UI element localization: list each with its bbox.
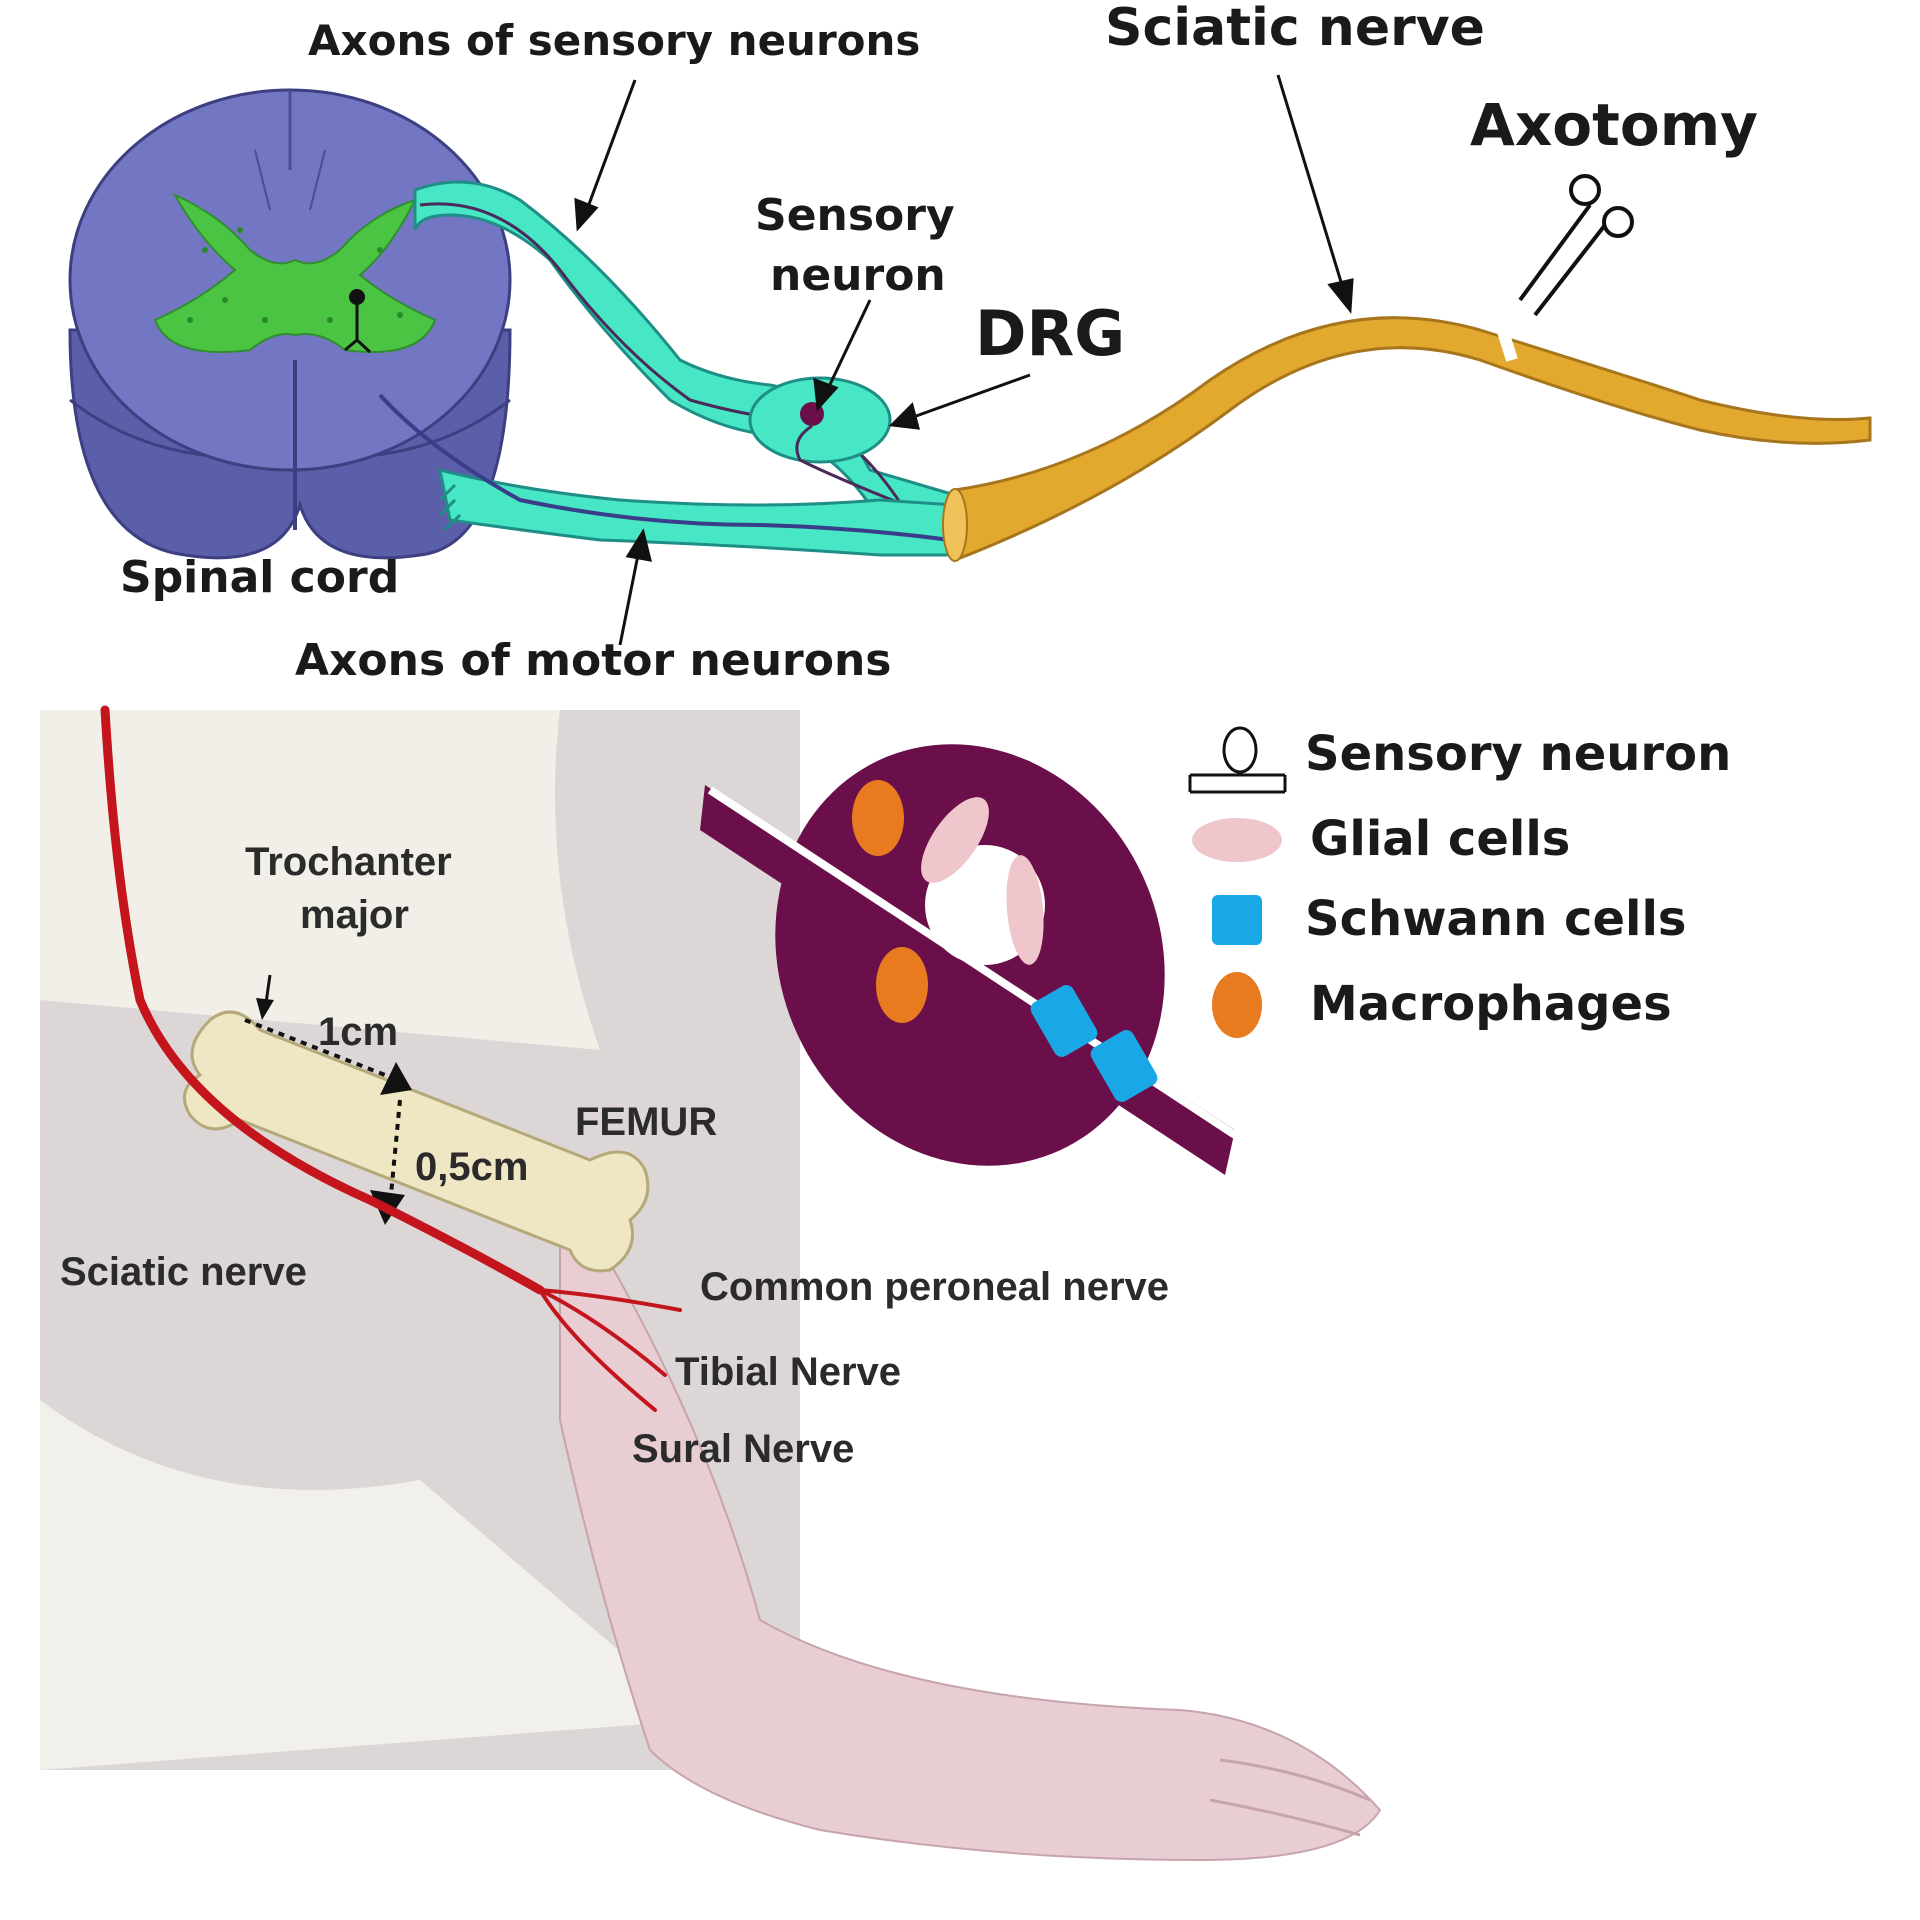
glial-cell-icon	[1192, 818, 1282, 862]
legend-label-macrophages: Macrophages	[1310, 976, 1672, 1032]
label-sciatic-nerve-top: Sciatic nerve	[1105, 0, 1485, 58]
legend-label-glial-cells: Glial cells	[1310, 811, 1570, 867]
label-common-peroneal-nerve: Common peroneal nerve	[700, 1265, 1169, 1309]
label-tibial-nerve: Tibial Nerve	[675, 1350, 901, 1394]
label-femur: FEMUR	[575, 1100, 717, 1144]
macrophage-1	[852, 780, 904, 856]
legend: Sensory neuron Glial cells Schwann cells…	[1188, 726, 1731, 1038]
label-spinal-cord: Spinal cord	[120, 552, 399, 603]
label-axons-motor: Axons of motor neurons	[295, 635, 891, 686]
measurement-markers	[244, 1018, 402, 1206]
label-distance-05cm: 0,5cm	[415, 1145, 528, 1189]
schwann-cell-2	[1090, 1030, 1158, 1102]
rat-hindlimb-photo	[40, 710, 1382, 1862]
pointer-arrows-top	[574, 74, 1354, 646]
macrophage-2	[876, 947, 928, 1023]
gray-matter	[153, 192, 437, 353]
sensory-axon-bundle	[413, 180, 957, 527]
label-trochanter-line2: major	[300, 893, 409, 937]
spinal-cord	[68, 88, 512, 560]
legend-label-schwann-cells: Schwann cells	[1305, 891, 1686, 947]
sciatic-nerve-photo	[100, 705, 682, 1412]
label-sciatic-nerve: Sciatic nerve	[60, 1250, 307, 1294]
schwann-cell-1	[1030, 985, 1098, 1057]
label-sensory-neuron-line2: neuron	[770, 250, 946, 301]
macrophage-icon	[1212, 972, 1262, 1038]
label-axons-sensory: Axons of sensory neurons	[308, 16, 920, 65]
sciatic-nerve-schematic	[942, 316, 1872, 563]
label-sural-nerve: Sural Nerve	[632, 1427, 854, 1471]
scissors-icon	[1518, 174, 1634, 317]
schwann-cell-icon	[1212, 895, 1262, 945]
glial-cell-2	[1006, 855, 1044, 965]
sensory-neuron-icon	[1188, 726, 1287, 794]
label-trochanter-line1: Trochanter	[245, 840, 452, 884]
label-distance-1cm: 1cm	[318, 1010, 398, 1054]
drg-cell-diagram	[700, 744, 1238, 1175]
measure-arrow-1	[380, 1062, 412, 1095]
label-drg: DRG	[975, 297, 1125, 370]
label-sensory-neuron-line1: Sensory	[755, 190, 955, 241]
label-axotomy: Axotomy	[1470, 91, 1758, 159]
legend-label-sensory-neuron: Sensory neuron	[1305, 726, 1731, 782]
motor-axon-bundle	[378, 393, 957, 557]
glial-cell-1	[921, 797, 989, 883]
